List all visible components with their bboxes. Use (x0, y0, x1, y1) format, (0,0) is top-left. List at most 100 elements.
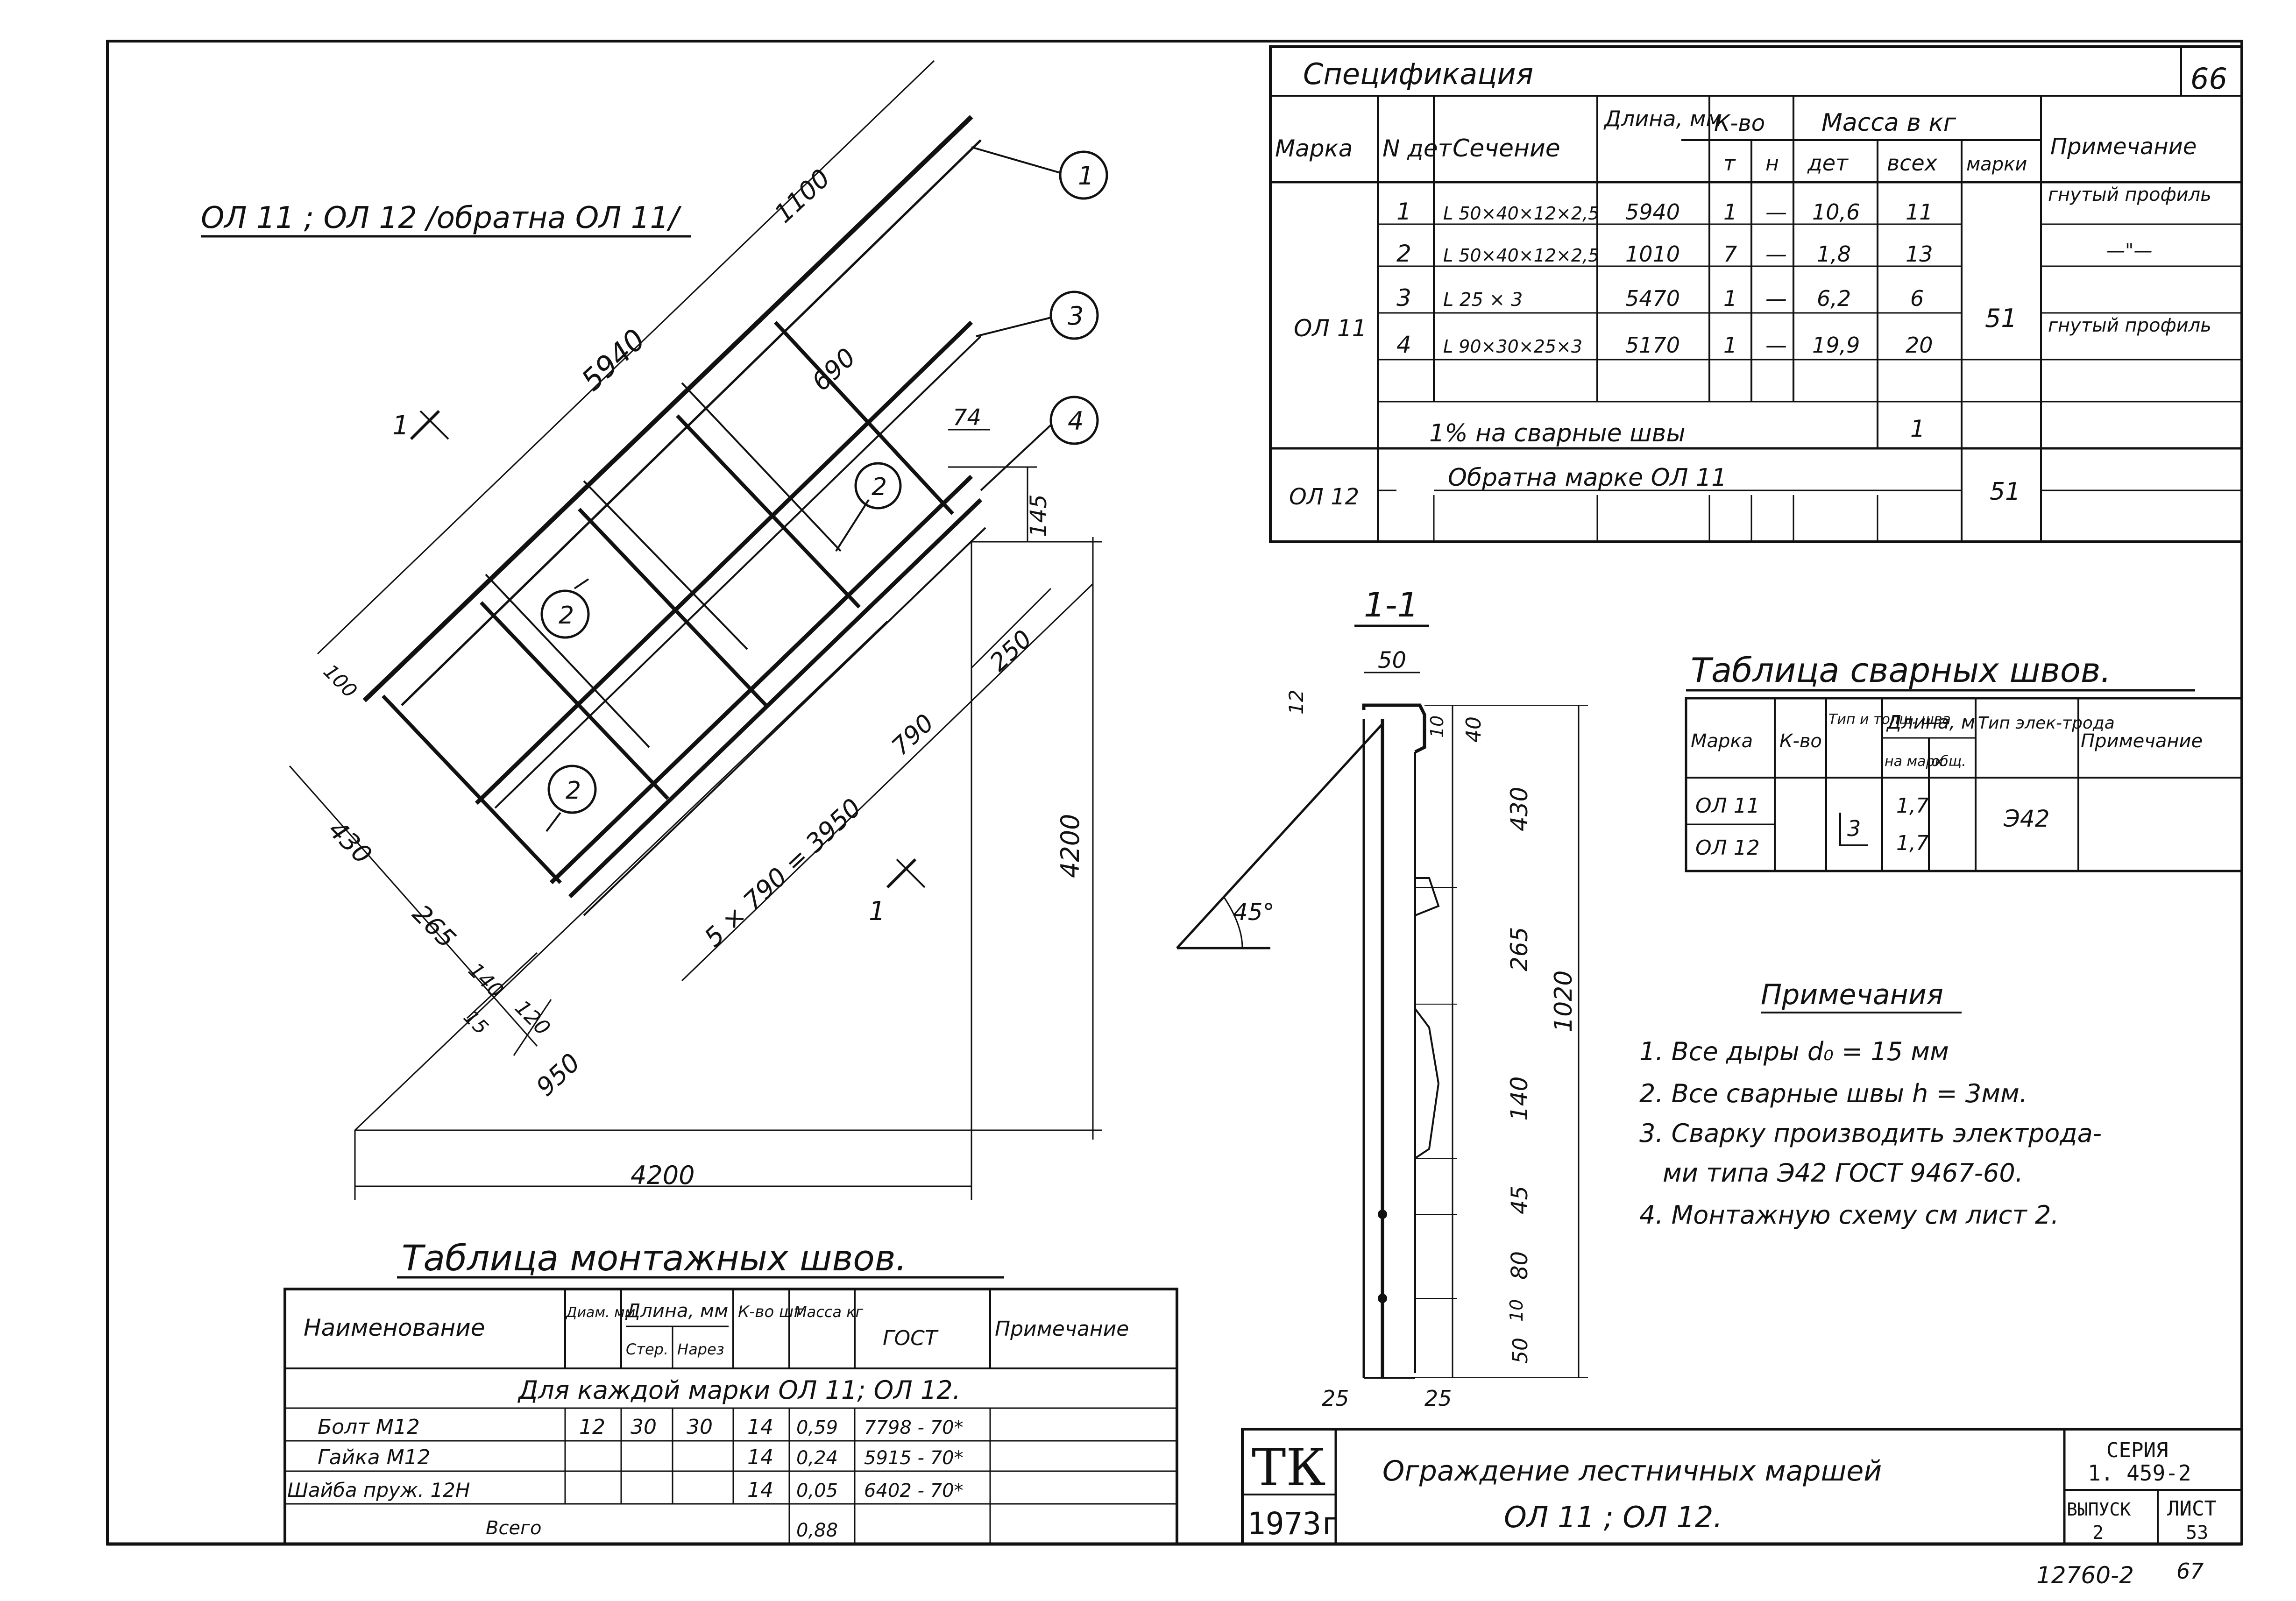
section-dim-10b: 10 (1506, 1299, 1527, 1322)
bottom-code: 12760-2 (2036, 1562, 2134, 1589)
svg-text:13: 13 (1906, 241, 1933, 267)
svg-text:Шайба пруж. 12Н: Шайба пруж. 12Н (287, 1479, 470, 1502)
callout-1: 1 (1078, 161, 1094, 191)
bottom-page: 67 (2176, 1558, 2204, 1584)
stamp-list-label: ЛИСТ (2167, 1497, 2217, 1521)
top-rail (362, 115, 973, 702)
dim-74: 74 (953, 404, 981, 431)
svg-text:L 90×30×25×3: L 90×30×25×3 (1443, 336, 1582, 357)
svg-text:7798 - 70*: 7798 - 70* (864, 1417, 964, 1438)
svg-text:1: 1 (1396, 198, 1411, 225)
svg-text:6: 6 (1910, 286, 1924, 311)
dim-15: 15 (459, 1005, 493, 1039)
spec-row: 3 L 25 × 3 5470 1 — 6,2 6 (1396, 284, 1924, 312)
mounting-seams-table: Таблица монтажных швов. Наименование Диа… (283, 1237, 1178, 1545)
spec-row: 4 L 90×30×25×3 5170 1 — 19,9 20 гнутый п… (1396, 315, 2211, 358)
callout-circle (1059, 150, 1108, 200)
svg-text:1010: 1010 (1625, 241, 1680, 267)
dim-430: 430 (323, 815, 377, 870)
dim-4200-vertical: 4200 (1056, 814, 1085, 878)
svg-text:1: 1 (1723, 286, 1737, 311)
svg-text:5170: 5170 (1625, 333, 1680, 358)
stamp-seriya-label: СЕРИЯ (2106, 1438, 2168, 1462)
svg-text:Болт М12: Болт М12 (318, 1415, 420, 1439)
spec-marki-mass: 51 (1985, 304, 2017, 333)
post (676, 414, 861, 609)
section-mark-bottom: 1 (869, 858, 926, 927)
spec-row: 1 L 50×40×12×2,5 5940 1 — 10,6 11 гнутый… (1396, 184, 2211, 225)
section-dim-50b: 50 (1509, 1338, 1532, 1364)
specification-table: Спецификация 66 Марка N дет Сечен (1269, 45, 2243, 543)
svg-text:2: 2 (1396, 240, 1411, 267)
callout-2a: 2 (872, 473, 887, 501)
section-angle: 45° (1233, 899, 1275, 926)
spec-header-marka: Марка (1275, 135, 1353, 162)
svg-text:гнутый профиль: гнутый профиль (2048, 315, 2211, 336)
drawing-title: ОЛ 11 ; ОЛ 12 /обратна ОЛ 11/ (201, 201, 682, 235)
weld-header-na: на марк. (1885, 753, 1948, 770)
callout-circle (547, 765, 597, 814)
weld-header-obsh: общ. (1931, 753, 1966, 770)
post (480, 601, 669, 800)
spec-header-n: н (1765, 152, 1779, 176)
stamp-list: 53 (2186, 1522, 2208, 1544)
svg-text:3: 3 (1396, 284, 1411, 312)
spec-header-kvo: К-во (1714, 110, 1765, 136)
spec-header-ndet: N дет (1382, 135, 1453, 162)
spec-ol12-marka: ОЛ 12 (1289, 484, 1359, 510)
mount-header-gost: ГОСТ (883, 1326, 939, 1350)
notes: Примечания 1. Все дыры d₀ = 15 мм 2. Все… (1639, 978, 2102, 1230)
svg-text:5470: 5470 (1625, 286, 1680, 311)
weld-header-elektr: Тип элек-трода (1978, 714, 2115, 733)
post (578, 508, 767, 707)
spec-group-marka: ОЛ 11 (1294, 315, 1367, 342)
weld-header-tip: Тип и толщ. шва (1828, 711, 1951, 728)
dim-690: 690 (806, 342, 861, 397)
section-dim-25a: 25 (1322, 1386, 1349, 1411)
weld-header-kvo: К-во (1779, 730, 1822, 752)
svg-text:12: 12 (579, 1415, 605, 1439)
spec-header-primech: Примечание (2050, 134, 2197, 160)
callout-4: 4 (1068, 406, 1084, 436)
svg-text:0,05: 0,05 (796, 1480, 838, 1502)
svg-text:0,59: 0,59 (796, 1417, 838, 1438)
spec-welds-value: 1 (1910, 415, 1925, 442)
title-block: ТК 1973г Ограждение лестничных маршей ОЛ… (1241, 1428, 2243, 1545)
svg-text:20: 20 (1906, 333, 1933, 358)
svg-text:19,9: 19,9 (1812, 333, 1860, 358)
post (774, 321, 954, 515)
mount-header-name: Наименование (304, 1314, 485, 1341)
svg-text:ОЛ 11: ОЛ 11 (1695, 794, 1760, 818)
section-dim-10: 10 (1427, 715, 1447, 738)
dim-250: 250 (985, 625, 1038, 677)
note-4: 4. Монтажную схему см лист 2. (1639, 1200, 2059, 1230)
svg-text:4: 4 (1396, 331, 1411, 358)
stamp-vypusk-label: ВЫПУСК (2067, 1499, 2131, 1520)
callout-circle (854, 462, 902, 510)
spec-header-marki: марки (1966, 154, 2027, 175)
section-dim-25b: 25 (1424, 1386, 1452, 1411)
spec-header-massa: Масса в кг (1821, 109, 1956, 137)
callout-circle (1049, 396, 1099, 445)
page-number: 66 (2190, 62, 2227, 96)
mount-header-dlina: Длина, мм (625, 1300, 728, 1322)
section-dim-40: 40 (1462, 716, 1486, 743)
svg-text:—: — (1765, 199, 1787, 225)
mount-header-ster: Стер. (626, 1340, 668, 1358)
svg-text:ОЛ 12: ОЛ 12 (1695, 836, 1760, 860)
mount-row: Гайка М12 14 0,24 5915 - 70* (318, 1445, 964, 1469)
dim-950: 950 (531, 1048, 586, 1102)
svg-text:1: 1 (869, 896, 886, 927)
weld-row: ОЛ 11 1,7 (1695, 794, 1929, 818)
section-dim-140: 140 (1506, 1077, 1533, 1121)
svg-text:1,8: 1,8 (1817, 241, 1851, 267)
spec-title: Спецификация (1303, 57, 1533, 91)
svg-text:6,2: 6,2 (1817, 286, 1851, 311)
svg-text:14: 14 (747, 1445, 773, 1469)
weld-seams-table: Таблица сварных швов. Марка К-во Тип и т… (1685, 651, 2243, 872)
mount-total: 0,88 (796, 1520, 838, 1541)
stamp-vypusk: 2 (2092, 1522, 2104, 1544)
svg-text:14: 14 (747, 1478, 773, 1502)
section-dim-80: 80 (1507, 1251, 1533, 1280)
weld-type: 3 (1847, 816, 1861, 841)
